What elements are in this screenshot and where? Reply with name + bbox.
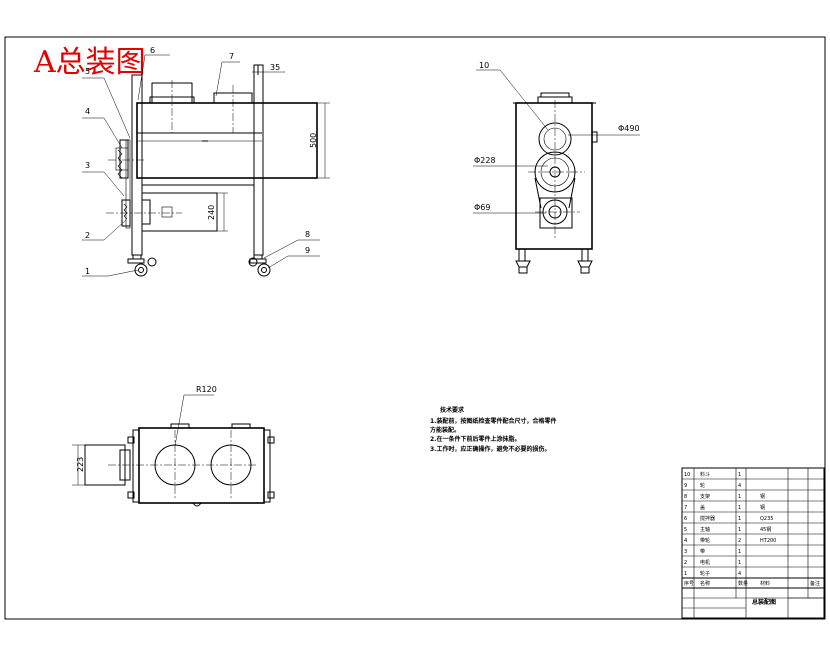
parts-cell-name: 料斗 bbox=[700, 471, 710, 478]
parts-cell-name: 支架 bbox=[700, 493, 710, 500]
balloon-2: 2 bbox=[85, 231, 90, 240]
parts-cell-qty: 1 bbox=[738, 549, 741, 555]
parts-cell-mat: 钢 bbox=[760, 493, 765, 500]
balloon-8: 8 bbox=[305, 230, 310, 239]
balloon-9: 9 bbox=[305, 246, 310, 255]
parts-cell-mat: 45钢 bbox=[760, 526, 771, 533]
drawing-title: A总装图 bbox=[33, 45, 146, 80]
parts-header-cell: 备注 bbox=[810, 580, 820, 587]
parts-cell-name: 盖 bbox=[700, 504, 705, 511]
dim-radius: R120 bbox=[196, 385, 217, 394]
parts-cell-no: 8 bbox=[684, 494, 687, 500]
balloon-4: 4 bbox=[85, 107, 90, 116]
front-view: 500 35 240 1 2 3 4 5 6 7 8 9 bbox=[82, 46, 330, 277]
balloon-6: 6 bbox=[150, 46, 155, 55]
parts-cell-name: 轮子 bbox=[700, 570, 710, 577]
parts-header-cell: 数量 bbox=[738, 580, 748, 587]
tech-note-line-2: 方能装配。 bbox=[430, 426, 460, 434]
parts-cell-mat: 钢 bbox=[760, 504, 765, 511]
dim-height: 500 bbox=[309, 133, 318, 148]
parts-cell-qty: 1 bbox=[738, 472, 741, 478]
parts-cell-qty: 4 bbox=[738, 571, 741, 577]
parts-cell-no: 9 bbox=[684, 483, 687, 489]
dim-motor: 240 bbox=[207, 205, 216, 220]
balloon-5: 5 bbox=[85, 67, 90, 76]
parts-cell-no: 4 bbox=[684, 538, 687, 544]
top-view: R120 223 bbox=[72, 385, 275, 507]
technical-notes: 技术要求 1.装配前，按图纸检查零件配合尺寸，合格零件 方能装配。 2.在一条件… bbox=[430, 406, 556, 453]
balloon-10: 10 bbox=[479, 61, 489, 70]
parts-cell-qty: 2 bbox=[738, 538, 741, 544]
parts-cell-no: 10 bbox=[684, 472, 690, 478]
tech-notes-heading: 技术要求 bbox=[440, 406, 465, 414]
parts-cell-name: 带 bbox=[700, 549, 705, 555]
parts-cell-qty: 1 bbox=[738, 505, 741, 511]
parts-cell-no: 5 bbox=[684, 527, 687, 533]
tech-note-line-1: 1.装配前，按图纸检查零件配合尺寸，合格零件 bbox=[430, 417, 556, 425]
parts-cell-qty: 1 bbox=[738, 527, 741, 533]
dim-pulley-mid: Φ228 bbox=[474, 156, 496, 165]
parts-cell-no: 6 bbox=[684, 516, 687, 522]
parts-cell-no: 7 bbox=[684, 505, 687, 511]
parts-cell-no: 3 bbox=[684, 549, 687, 555]
parts-cell-qty: 1 bbox=[738, 494, 741, 500]
caster-right bbox=[248, 254, 271, 277]
parts-cell-qty: 4 bbox=[738, 483, 741, 489]
dim-thickness: 35 bbox=[270, 63, 280, 72]
parts-cell-qty: 1 bbox=[738, 560, 741, 566]
balloon-1: 1 bbox=[85, 267, 90, 276]
drawing-name: 总装配图 bbox=[752, 598, 776, 606]
parts-cell-name: 搅拌器 bbox=[700, 515, 715, 522]
parts-cell-qty: 1 bbox=[738, 516, 741, 522]
dim-width: 223 bbox=[76, 457, 85, 472]
dim-pulley-large: Φ490 bbox=[618, 124, 640, 133]
balloon-7: 7 bbox=[229, 52, 234, 61]
parts-header-cell: 名称 bbox=[700, 580, 710, 587]
tech-note-line-3: 2.在一条件下前后零件上涂抹脂。 bbox=[430, 435, 520, 443]
parts-cell-no: 2 bbox=[684, 560, 687, 566]
parts-cell-no: 1 bbox=[684, 571, 687, 577]
parts-cell-name: 电机 bbox=[700, 559, 710, 566]
dim-pulley-small: Φ69 bbox=[474, 203, 490, 212]
parts-header-cell: 材料 bbox=[760, 580, 770, 587]
drawing-border bbox=[4, 36, 826, 620]
parts-cell-name: 主轴 bbox=[700, 526, 710, 533]
balloon-3: 3 bbox=[85, 161, 90, 170]
tech-note-line-4: 3.工作时，应正确操作，避免不必要的损伤。 bbox=[430, 445, 550, 453]
side-view: 10 Φ490 Φ228 Φ69 bbox=[473, 61, 640, 274]
parts-cell-mat: HT200 bbox=[760, 538, 776, 544]
parts-cell-mat: Q235 bbox=[760, 516, 773, 522]
parts-header-cell: 序号 bbox=[684, 580, 694, 587]
parts-cell-name: 带轮 bbox=[700, 537, 710, 544]
caster-left bbox=[127, 254, 157, 277]
parts-cell-name: 轮 bbox=[700, 482, 705, 489]
